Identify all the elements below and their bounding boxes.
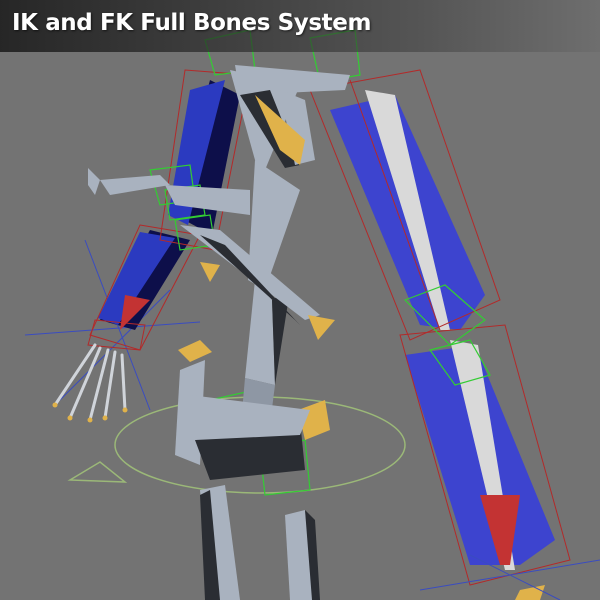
right-arm-ik-chain[interactable] [330,90,555,570]
left-arm-bones[interactable] [88,168,320,325]
right-arm-helper-boxes [309,69,571,586]
leg-bones[interactable] [200,485,320,600]
left-hand-end-effector[interactable] [120,295,150,330]
fingertip-markers [52,402,128,423]
page-title: IK and FK Full Bones System [12,10,372,36]
pelvis-bones[interactable] [175,360,310,480]
triangle-helper[interactable] [67,461,128,483]
title-banner: IK and FK Full Bones System [0,0,600,52]
right-hand-end-effector[interactable] [480,495,520,565]
finger-bones[interactable] [53,343,127,422]
right-hand-axis-gizmo [419,554,600,600]
